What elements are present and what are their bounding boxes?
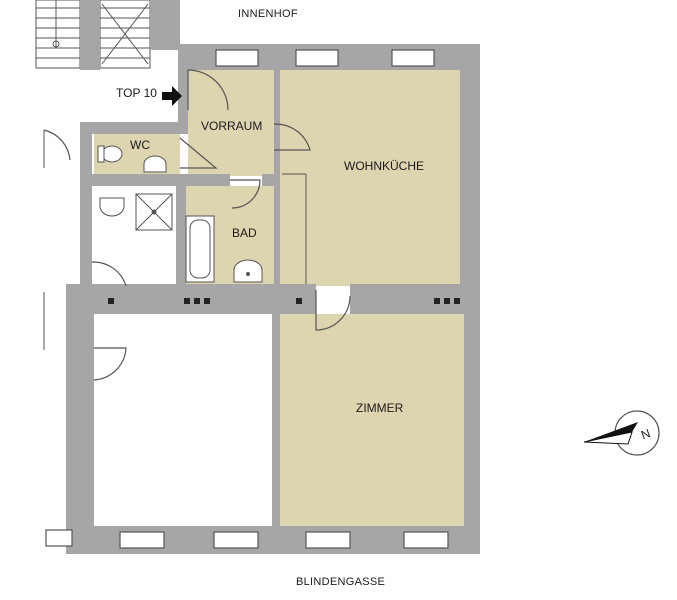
label-wc: WC bbox=[130, 138, 150, 152]
wall-top-left-corner bbox=[178, 44, 188, 130]
label-courtyard: INNENHOF bbox=[238, 8, 298, 20]
wall-middle-right bbox=[350, 284, 480, 314]
north-arrow-icon: N bbox=[583, 410, 660, 456]
fixtures bbox=[97, 145, 307, 284]
wall-wc-top bbox=[80, 122, 188, 134]
room-wohnkueche bbox=[280, 70, 460, 286]
room-vorraum bbox=[188, 70, 274, 176]
windows-top bbox=[215, 49, 435, 67]
wall-shower-right bbox=[176, 176, 186, 290]
label-zimmer: ZIMMER bbox=[356, 401, 404, 415]
staircase-icon bbox=[35, 0, 151, 69]
wall-wc-bottom bbox=[80, 174, 190, 186]
label-unit: TOP 10 bbox=[116, 86, 157, 100]
label-vorraum: VORRAUM bbox=[201, 119, 262, 133]
label-wohnkueche: WOHNKÜCHE bbox=[344, 159, 424, 173]
room-unlabeled bbox=[94, 314, 272, 526]
wall-wohnkueche-left bbox=[274, 70, 280, 290]
wall-bad-top bbox=[182, 174, 230, 186]
room-zimmer bbox=[280, 314, 464, 526]
label-bad: BAD bbox=[232, 226, 257, 240]
wall-middle bbox=[66, 284, 316, 314]
outer-wall-left-lower bbox=[66, 290, 94, 554]
arrow-right-icon bbox=[162, 86, 182, 106]
stairwell-wall-left bbox=[80, 0, 100, 70]
wall-zimmer-left bbox=[272, 314, 280, 526]
label-street: BLINDENGASSE bbox=[296, 576, 385, 588]
doors bbox=[43, 69, 351, 381]
wall-bad-top-right bbox=[262, 174, 276, 186]
vent-squares bbox=[108, 298, 460, 304]
outer-wall-left-upper bbox=[80, 122, 92, 290]
stairwell-wall-right bbox=[150, 0, 180, 50]
windows-bottom bbox=[45, 529, 449, 549]
